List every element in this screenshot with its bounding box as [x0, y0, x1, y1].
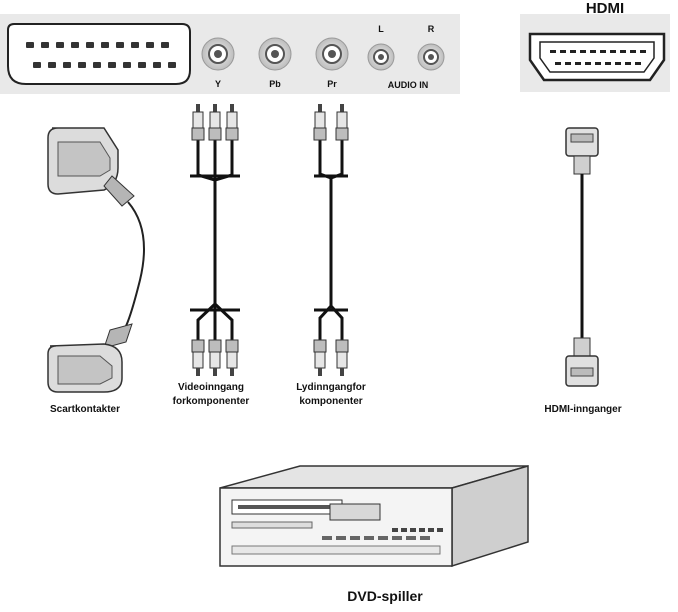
audio-plugs-top: [313, 104, 349, 141]
scart-pin: [168, 62, 176, 68]
hdmi-socket: [528, 32, 666, 82]
hdmi-pin: [580, 50, 586, 53]
rca-plug: [225, 339, 239, 376]
rca-plug: [335, 339, 349, 376]
dvd-button: [406, 536, 416, 540]
rca-plug: [225, 104, 239, 141]
dvd-button: [419, 528, 425, 532]
dvd-button: [378, 536, 388, 540]
audio-left-label: L: [378, 24, 384, 34]
video-plugs-bottom: [191, 339, 239, 376]
hdmi-pin: [610, 50, 616, 53]
scart-pin: [71, 42, 79, 48]
component-audio-label-1: Lydinngangfor: [296, 382, 366, 393]
jack-pb-label: Pb: [269, 79, 281, 89]
audio-plugs-bottom: [313, 339, 349, 376]
hdmi-pin: [625, 62, 631, 65]
jack-pr: [315, 37, 349, 71]
audio-right-label: R: [427, 24, 435, 34]
scart-pin: [161, 42, 169, 48]
hdmi-pin: [615, 62, 621, 65]
rca-plug: [208, 339, 222, 376]
dvd-button: [392, 536, 402, 540]
hdmi-pin: [595, 62, 601, 65]
jack-audio-left: [367, 43, 395, 71]
hdmi-pin: [600, 50, 606, 53]
rca-plug: [191, 339, 205, 376]
scart-pin: [56, 42, 64, 48]
jack-pb: [258, 37, 292, 71]
rca-plug: [335, 104, 349, 141]
scart-pin: [26, 42, 34, 48]
scart-cable: [47, 127, 145, 393]
scart-pin: [138, 62, 146, 68]
dvd-button: [410, 528, 416, 532]
hdmi-pin: [630, 50, 636, 53]
rca-plug: [208, 104, 222, 141]
component-video-cable: [190, 136, 240, 356]
hdmi-title: HDMI: [585, 0, 625, 17]
hdmi-pin: [640, 50, 646, 53]
dvd-button: [420, 536, 430, 540]
dvd-button: [437, 528, 443, 532]
hdmi-cable: [565, 127, 599, 387]
rca-plug: [191, 104, 205, 141]
scart-pin: [63, 62, 71, 68]
scart-pin: [146, 42, 154, 48]
scart-pin: [153, 62, 161, 68]
dvd-button: [322, 536, 332, 540]
hdmi-pin: [550, 50, 556, 53]
scart-pin: [48, 62, 56, 68]
component-audio-label-2: komponenter: [299, 396, 363, 407]
hdmi-pin: [565, 62, 571, 65]
video-plugs-top: [191, 104, 239, 141]
dvd-player-illustration: [219, 465, 529, 568]
jack-pr-label: Pr: [327, 79, 337, 89]
scart-pin: [93, 62, 101, 68]
scart-label: Scartkontakter: [49, 404, 121, 415]
dvd-button: [392, 528, 398, 532]
scart-pin: [33, 62, 41, 68]
audio-in-label: AUDIO IN: [387, 80, 429, 90]
component-audio-cable: [314, 136, 348, 356]
dvd-button: [350, 536, 360, 540]
dvd-button: [336, 536, 346, 540]
hdmi-inputs-label: HDMI-innganger: [544, 404, 622, 415]
hdmi-pin: [605, 62, 611, 65]
scart-socket: [7, 23, 191, 85]
component-video-label-2: forkomponenter: [172, 396, 250, 407]
scart-pin: [41, 42, 49, 48]
jack-y: [201, 37, 235, 71]
component-video-label-1: Videoinngang: [178, 382, 244, 393]
scart-pin: [123, 62, 131, 68]
jack-y-label: Y: [214, 79, 221, 89]
scart-pin: [108, 62, 116, 68]
hdmi-pin: [620, 50, 626, 53]
scart-pin: [131, 42, 139, 48]
rca-plug: [313, 339, 327, 376]
scart-pin: [78, 62, 86, 68]
scart-pin: [86, 42, 94, 48]
hdmi-pin: [575, 62, 581, 65]
rca-plug: [313, 104, 327, 141]
scart-pin: [116, 42, 124, 48]
dvd-button: [428, 528, 434, 532]
hdmi-pin: [555, 62, 561, 65]
hdmi-pin: [635, 62, 641, 65]
dvd-button: [364, 536, 374, 540]
jack-audio-right: [417, 43, 445, 71]
dvd-button: [401, 528, 407, 532]
hdmi-pin: [570, 50, 576, 53]
hdmi-pin: [590, 50, 596, 53]
scart-pin: [101, 42, 109, 48]
dvd-player-label: DVD-spiller: [347, 588, 423, 604]
hdmi-pin: [560, 50, 566, 53]
hdmi-pin: [585, 62, 591, 65]
